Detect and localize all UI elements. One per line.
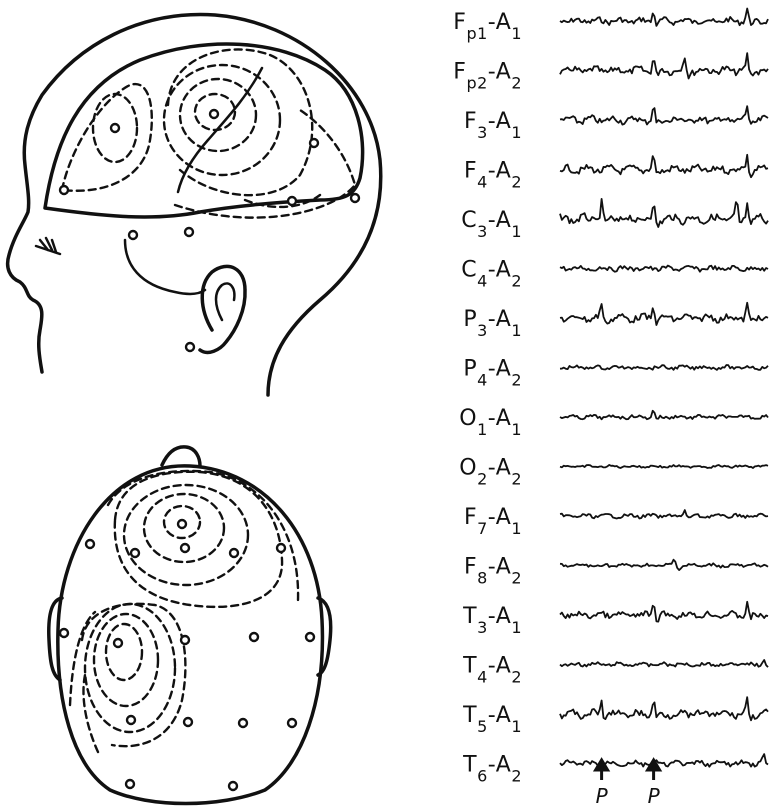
electrode bbox=[250, 633, 258, 641]
isopotential-contour bbox=[124, 485, 248, 585]
lead-label: T6-A2 bbox=[462, 753, 522, 786]
jaw-line bbox=[125, 240, 205, 294]
electrode bbox=[186, 343, 194, 351]
isopotential-contour bbox=[106, 624, 142, 680]
electrode bbox=[129, 231, 137, 239]
top-head-view bbox=[49, 447, 331, 804]
isopotential-contour bbox=[62, 84, 152, 191]
eeg-trace bbox=[560, 754, 768, 767]
lead-labels: Fp1-A1Fp2-A2F3-A1F4-A2C3-A1C4-A2P3-A1P4-… bbox=[453, 10, 522, 785]
electrode bbox=[131, 549, 139, 557]
electrode bbox=[127, 716, 135, 724]
electrode bbox=[230, 549, 238, 557]
lead-label: P4-A2 bbox=[463, 357, 522, 390]
eeg-trace bbox=[560, 155, 768, 177]
electrode bbox=[184, 718, 192, 726]
electrode bbox=[86, 540, 94, 548]
eeg-trace bbox=[560, 602, 768, 622]
electrode bbox=[178, 520, 186, 528]
lead-label: F8-A2 bbox=[464, 555, 522, 588]
electrode bbox=[60, 186, 68, 194]
electrode bbox=[277, 544, 285, 552]
electrode bbox=[229, 782, 237, 790]
eeg-trace bbox=[560, 303, 768, 325]
electrode bbox=[181, 544, 189, 552]
electrode bbox=[210, 110, 218, 118]
lead-label: P3-A1 bbox=[463, 307, 522, 340]
eye bbox=[36, 238, 60, 254]
eeg-trace bbox=[560, 9, 768, 26]
eeg-trace bbox=[560, 266, 768, 272]
eeg-traces bbox=[560, 9, 768, 767]
eeg-trace bbox=[560, 365, 768, 370]
electrode bbox=[181, 636, 189, 644]
lead-label: C4-A2 bbox=[461, 258, 522, 291]
isopotential-contour bbox=[85, 604, 175, 732]
isopotential-contour bbox=[94, 614, 158, 706]
electrode bbox=[310, 139, 318, 147]
eeg-trace bbox=[560, 53, 768, 78]
spike-marker-label: P bbox=[596, 784, 609, 808]
lateral-head-view bbox=[8, 15, 381, 395]
eeg-trace bbox=[560, 560, 768, 570]
lead-label: Fp1-A1 bbox=[453, 10, 522, 43]
lead-label: T4-A2 bbox=[462, 654, 522, 687]
eeg-trace bbox=[560, 106, 768, 124]
lead-label: Fp2-A2 bbox=[453, 60, 522, 93]
electrode bbox=[239, 719, 247, 727]
spike-marker-label: P bbox=[648, 784, 661, 808]
eeg-trace bbox=[560, 465, 768, 468]
eeg-trace bbox=[560, 510, 768, 518]
eeg-trace bbox=[560, 697, 768, 720]
lead-label: F7-A1 bbox=[464, 505, 522, 538]
lead-label: T3-A1 bbox=[462, 604, 522, 637]
eeg-trace bbox=[560, 411, 768, 420]
eeg-trace bbox=[560, 660, 768, 667]
lead-label: O1-A1 bbox=[459, 406, 522, 439]
electrode bbox=[288, 197, 296, 205]
isopotential-contour bbox=[83, 675, 98, 752]
electrode bbox=[126, 780, 134, 788]
electrode bbox=[351, 194, 359, 202]
isopotential-contour bbox=[108, 471, 298, 600]
isopotential-contour bbox=[168, 49, 312, 195]
eeg-trace bbox=[560, 199, 768, 227]
lead-label: C3-A1 bbox=[461, 208, 522, 241]
lead-label: F4-A2 bbox=[464, 159, 522, 192]
ear bbox=[200, 266, 245, 352]
electrode bbox=[60, 629, 68, 637]
electrode bbox=[306, 633, 314, 641]
electrode bbox=[185, 228, 193, 236]
isopotential-contour bbox=[115, 472, 282, 607]
lead-label: T5-A1 bbox=[462, 703, 522, 736]
lead-label: O2-A2 bbox=[459, 456, 522, 489]
electrode bbox=[288, 719, 296, 727]
electrode bbox=[114, 639, 122, 647]
lead-label: F3-A1 bbox=[464, 109, 522, 142]
electrode bbox=[111, 124, 119, 132]
nose bbox=[162, 447, 200, 466]
ear-inner bbox=[216, 283, 234, 320]
